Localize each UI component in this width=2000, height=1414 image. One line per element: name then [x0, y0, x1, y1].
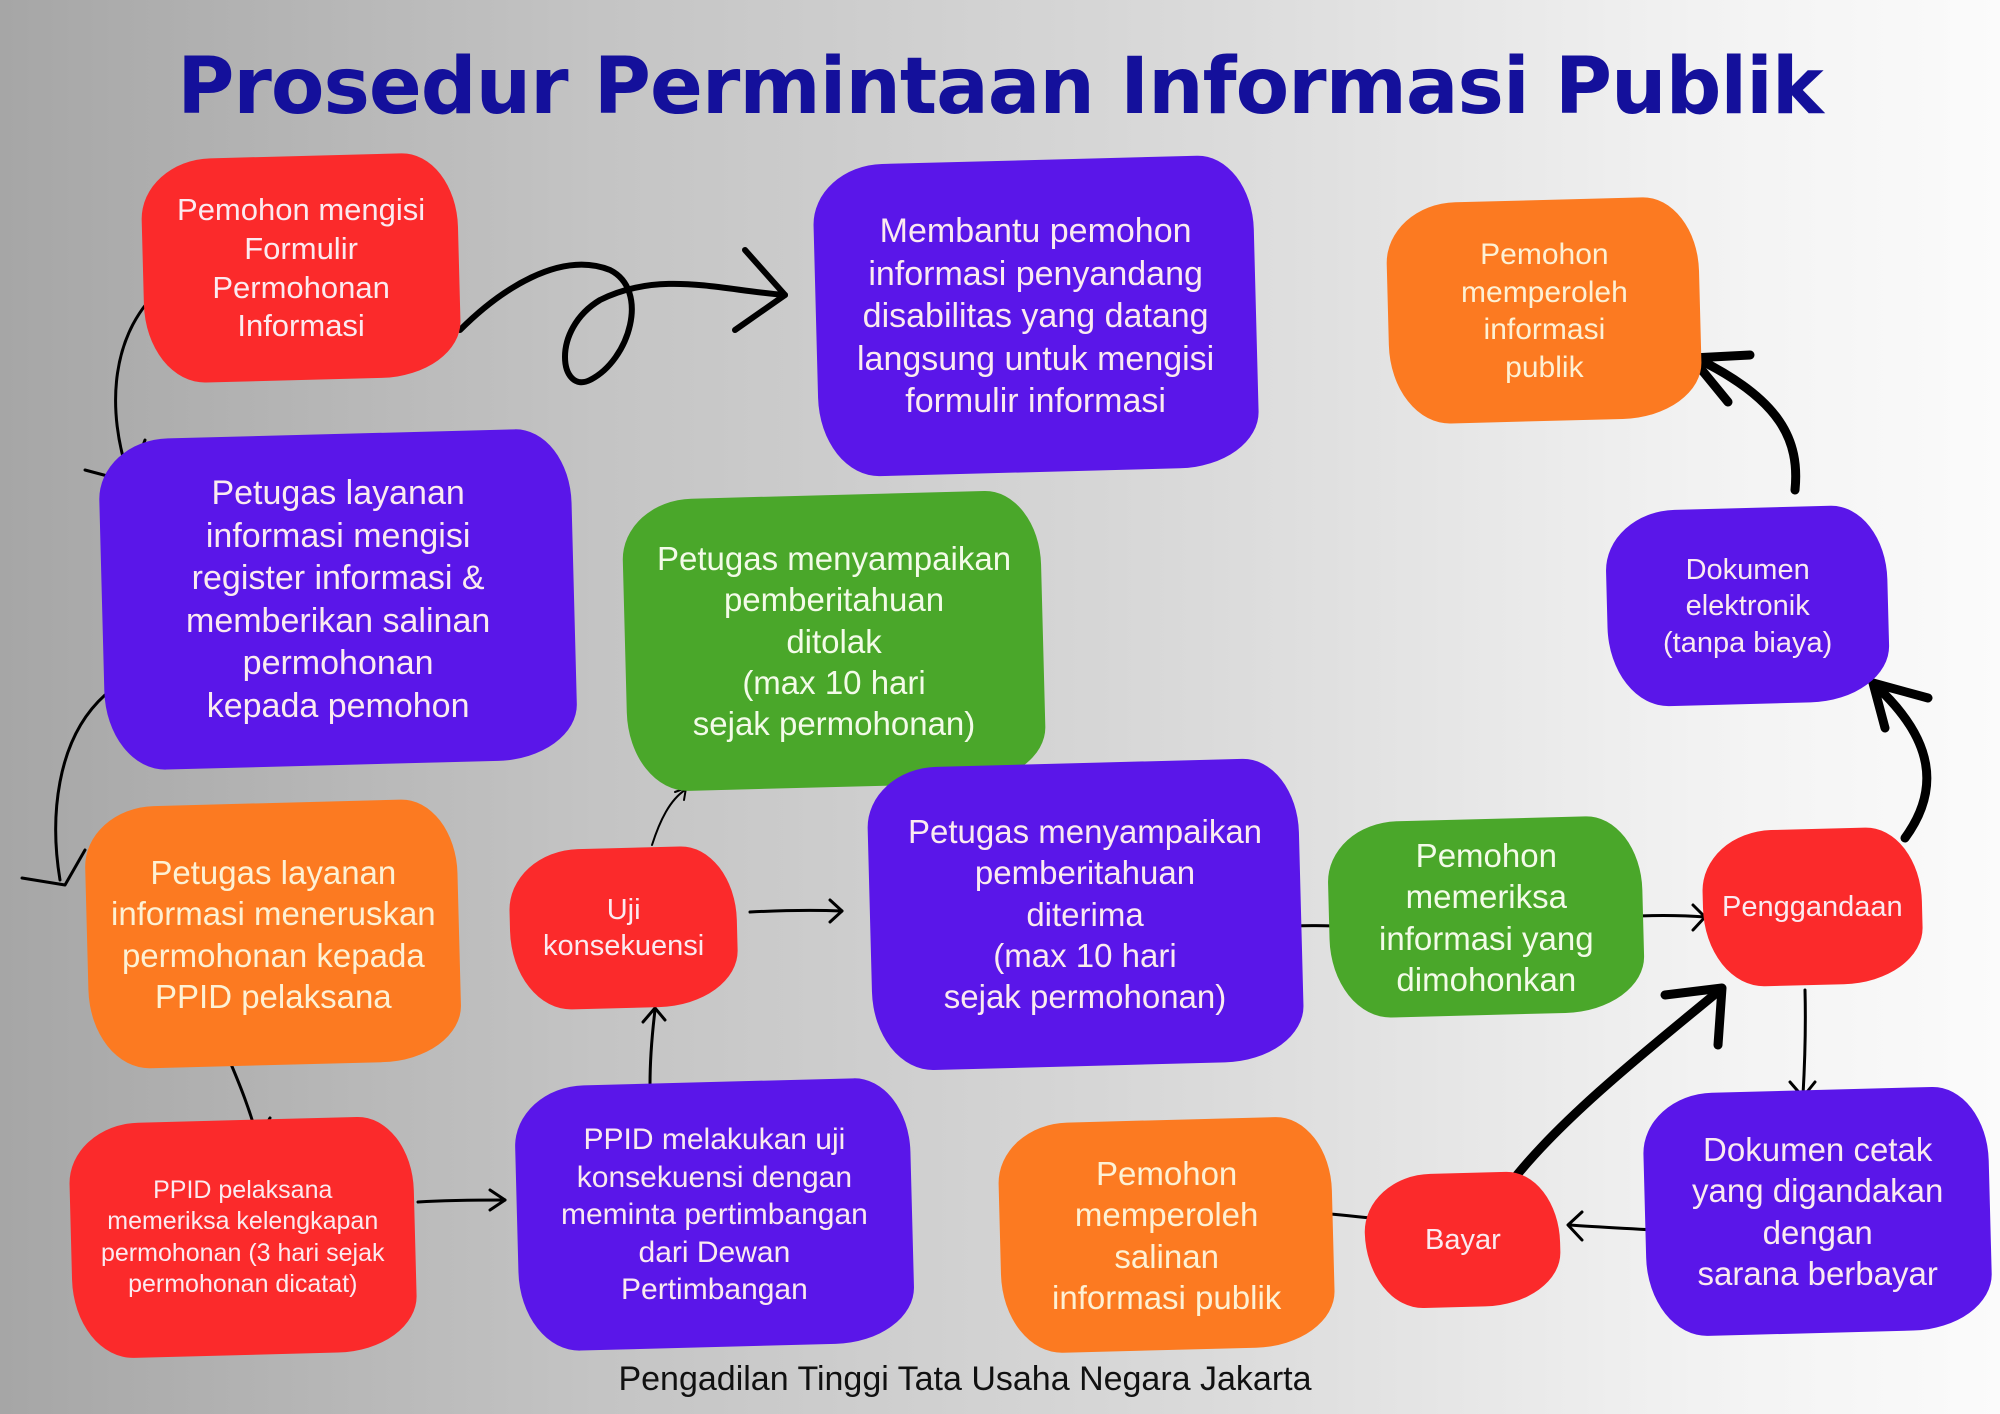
step-label: Dokumen cetak yang digandakan dengan sar…: [1691, 1131, 1944, 1292]
step-label: Pemohon mengisi Formulir Permohonan Info…: [176, 191, 426, 343]
step-check-completeness: PPID pelaksana memeriksa kelengkapan per…: [67, 1115, 419, 1360]
step-electronic-doc: Dokumen elektronik (tanpa biaya): [1604, 504, 1891, 708]
step-label: Penggandaan: [1722, 890, 1903, 923]
step-label: Dokumen elektronik (tanpa biaya): [1662, 553, 1833, 659]
step-assist-disabled: Membantu pemohon informasi penyandang di…: [811, 154, 1261, 478]
step-forward: Petugas layanan informasi meneruskan per…: [83, 798, 463, 1070]
step-accepted: Petugas menyampaikan pemberitahuan diter…: [866, 757, 1305, 1072]
step-register: Petugas layanan informasi mengisi regist…: [97, 427, 579, 772]
step-examine-info: Pemohon memeriksa informasi yang dimohon…: [1326, 814, 1646, 1020]
step-label: Membantu pemohon informasi penyandang di…: [857, 211, 1215, 420]
step-label: Petugas layanan informasi mengisi regist…: [185, 474, 491, 725]
step-label: Uji konsekuensi: [542, 893, 705, 962]
arrow-loop-icon: [457, 261, 788, 386]
step-label: Pemohon memperoleh salinan informasi pub…: [1051, 1154, 1282, 1316]
step-consequence-test: Uji konsekuensi: [507, 845, 740, 1011]
step-ppid-test: PPID melakukan uji konsekuensi dengan me…: [513, 1076, 916, 1353]
step-duplication: Penggandaan: [1700, 826, 1925, 988]
step-printed-doc: Dokumen cetak yang digandakan dengan sar…: [1641, 1085, 1994, 1338]
step-label: PPID melakukan uji konsekuensi dengan me…: [561, 1122, 868, 1306]
page-title: Prosedur Permintaan Informasi Publik: [177, 42, 1824, 132]
step-label: Pemohon memperoleh informasi publik: [1460, 237, 1628, 384]
step-label: Pemohon memeriksa informasi yang dimohon…: [1378, 836, 1594, 998]
step-label: Petugas menyampaikan pemberitahuan ditol…: [656, 539, 1012, 742]
step-pay: Bayar: [1363, 1170, 1562, 1310]
step-label: Petugas layanan informasi meneruskan per…: [110, 853, 436, 1015]
step-obtain-public-info: Pemohon memperoleh informasi publik: [1385, 195, 1703, 426]
footer-organization: Pengadilan Tinggi Tata Usaha Negara Jaka…: [618, 1360, 1312, 1398]
step-obtain-copy: Pemohon memperoleh salinan informasi pub…: [997, 1115, 1336, 1355]
step-label: Bayar: [1424, 1223, 1501, 1256]
step-label: PPID pelaksana memeriksa kelengkapan per…: [101, 1176, 385, 1298]
step-rejected: Petugas menyampaikan pemberitahuan ditol…: [621, 489, 1047, 793]
step-fill-form: Pemohon mengisi Formulir Permohonan Info…: [140, 151, 462, 385]
step-label: Petugas menyampaikan pemberitahuan diter…: [908, 813, 1263, 1016]
